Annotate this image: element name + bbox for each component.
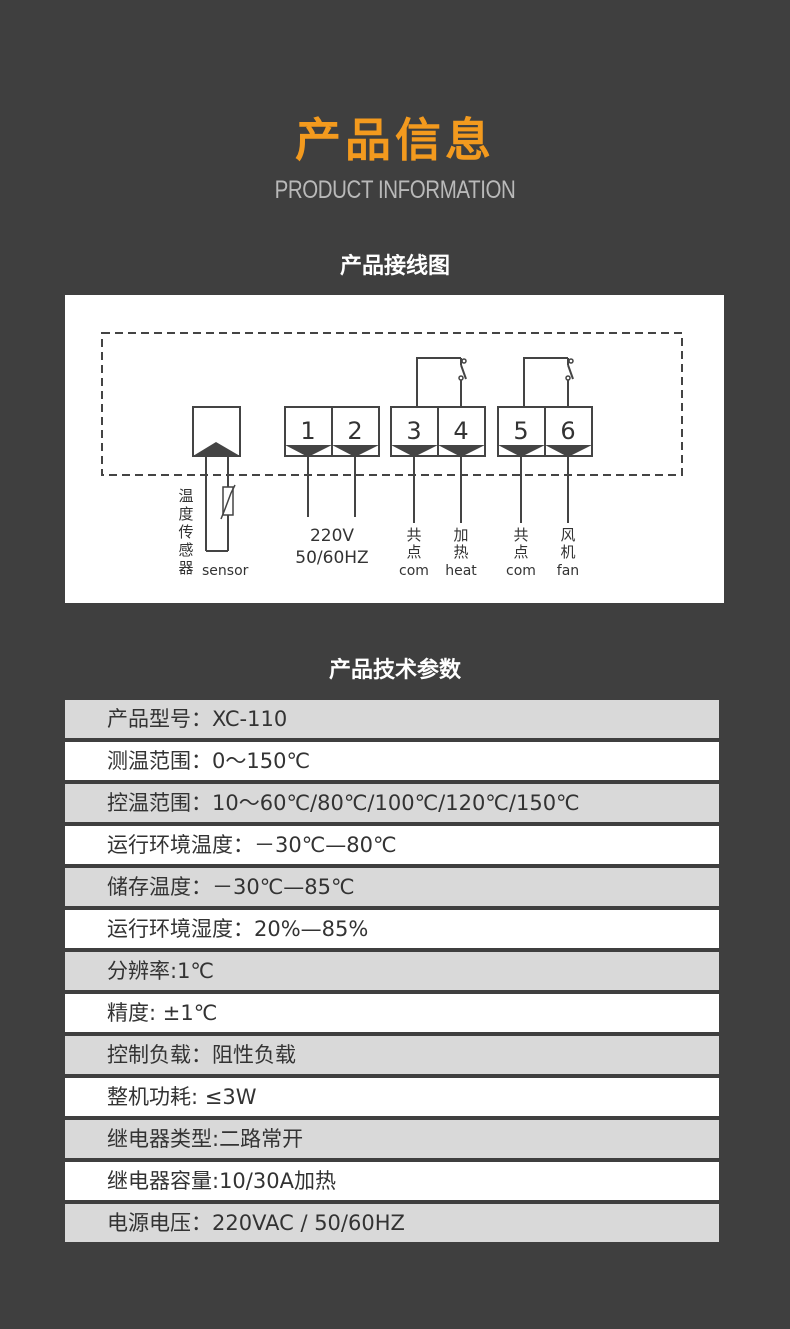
terminal-4-en-label: heat <box>445 563 477 579</box>
page-title: 产品信息 <box>295 113 495 167</box>
terminal-block-power <box>284 406 380 517</box>
terminal-3-cn-label: 点 <box>406 543 421 561</box>
spec-row: 运行环境温度：－30℃—80℃ <box>65 826 719 864</box>
sensor-label-en: sensor <box>202 563 249 579</box>
terminal-5-label: 5 <box>513 417 528 445</box>
sensor-label-char: 感 <box>178 541 193 559</box>
wiring-diagram-title: 产品接线图 <box>339 254 450 279</box>
spec-row: 精度: ±1℃ <box>65 994 719 1032</box>
wiring-diagram: 1 2 3 4 5 6 温 度 传 感 器 sensor 220V 50/60H… <box>65 295 724 603</box>
spec-row: 继电器容量:10/30A加热 <box>65 1162 719 1200</box>
spec-row: 整机功耗: ≤3W <box>65 1078 719 1116</box>
terminal-4-cn-label: 加 <box>453 526 468 544</box>
spec-row: 产品型号：XC-110 <box>65 700 719 738</box>
terminal-2-label: 2 <box>347 417 362 445</box>
power-frequency-label: 50/60HZ <box>295 548 368 568</box>
terminal-6-en-label: fan <box>557 563 579 579</box>
terminal-6-label: 6 <box>560 417 575 445</box>
sensor-label-char: 器 <box>178 559 193 577</box>
terminal-3-cn-label: 共 <box>406 526 421 544</box>
spec-row: 分辨率:1℃ <box>65 952 719 990</box>
terminal-6-cn-label: 风 <box>560 526 575 544</box>
terminal-4-label: 4 <box>453 417 468 445</box>
spec-row: 运行环境湿度：20%—85% <box>65 910 719 948</box>
sensor-label-char: 度 <box>178 505 193 523</box>
terminal-1-label: 1 <box>300 417 315 445</box>
spec-row: 测温范围：0～150℃ <box>65 742 719 780</box>
power-voltage-label: 220V <box>310 526 354 546</box>
terminal-5-cn-label: 点 <box>513 543 528 561</box>
terminal-4-cn-label: 热 <box>453 543 468 561</box>
spec-row: 电源电压：220VAC / 50/60HZ <box>65 1204 719 1242</box>
sensor-label-char: 温 <box>178 487 193 505</box>
terminal-5-en-label: com <box>506 563 536 579</box>
spec-row: 继电器类型:二路常开 <box>65 1120 719 1158</box>
terminal-3-en-label: com <box>399 563 429 579</box>
spec-row: 控制负载：阻性负载 <box>65 1036 719 1074</box>
controller-enclosure <box>101 332 683 476</box>
terminal-block-fan <box>497 357 593 523</box>
spec-section-title: 产品技术参数 <box>328 658 461 683</box>
spec-row: 控温范围：10～60℃/80℃/100℃/120℃/150℃ <box>65 784 719 822</box>
terminal-5-cn-label: 共 <box>513 526 528 544</box>
page-subtitle: PRODUCT INFORMATION <box>274 176 516 204</box>
terminal-3-label: 3 <box>406 417 421 445</box>
terminal-6-cn-label: 机 <box>560 543 575 561</box>
sensor-label-char: 传 <box>178 523 193 541</box>
spec-row: 储存温度：－30℃—85℃ <box>65 868 719 906</box>
terminal-block-heat <box>390 357 486 523</box>
sensor-terminal <box>192 406 241 552</box>
